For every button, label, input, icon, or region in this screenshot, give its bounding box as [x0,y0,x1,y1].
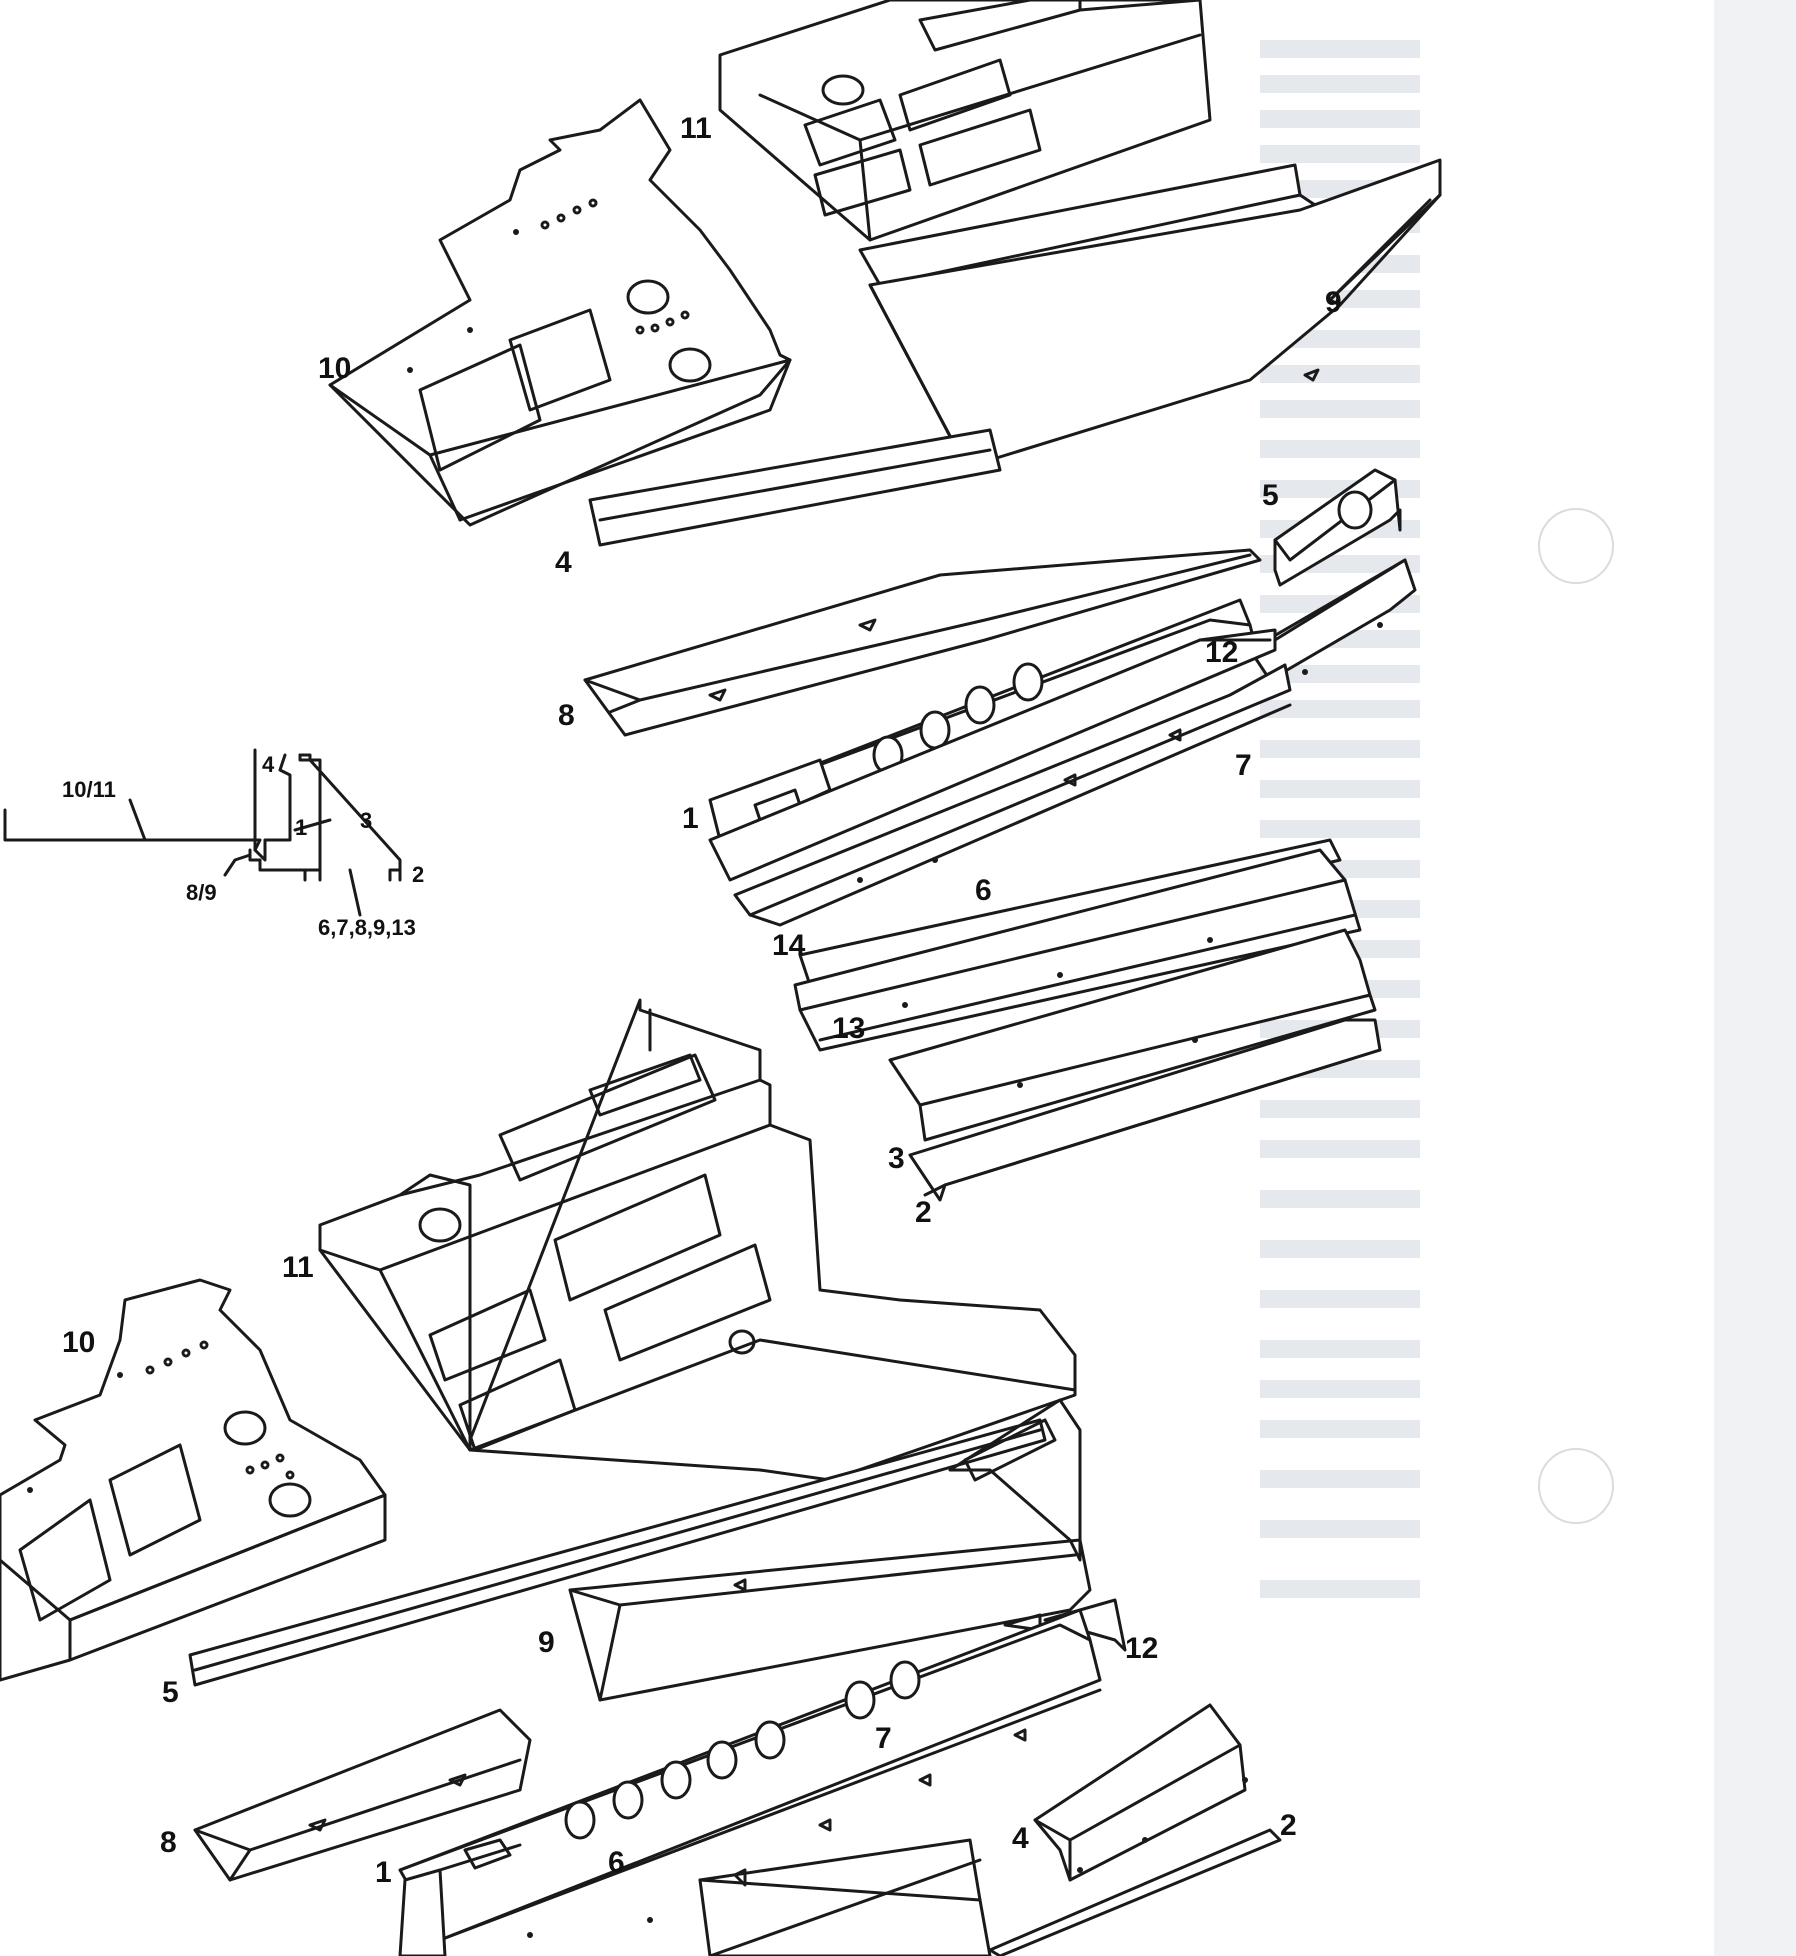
part-11-floor-panel-bottom [318,998,1077,1482]
callout-bottom-6: 6 [608,1846,625,1879]
part-6-rail-bottom [527,1838,992,1956]
callout-section-1: 1 [295,815,307,840]
callout-top-3: 3 [888,1142,905,1175]
callouts-section: 10/11 4 1 3 8/9 2 6,7,8,9,13 [62,752,424,940]
binder-margin [1714,0,1796,1956]
callouts-bottom: 11 10 5 9 12 8 7 1 6 4 2 [62,1251,1297,1889]
part-9-channel-bottom [568,1398,1092,1702]
part-2-angle-bottom [988,1828,1282,1956]
callouts-top: 11 10 9 4 5 12 8 7 1 6 14 13 3 2 [318,112,1342,1229]
part-1-panel-bottom [398,1838,522,1956]
callout-bottom-10: 10 [62,1326,95,1359]
callout-top-7: 7 [1235,749,1252,782]
callout-top-8: 8 [558,699,575,732]
callout-section-3: 3 [360,808,372,833]
callout-section-2: 2 [412,862,424,887]
part-10-floor-section-top [328,98,792,527]
callout-top-10: 10 [318,352,351,385]
callout-top-4: 4 [555,546,572,579]
part-4-strip-top [588,428,1002,547]
part-5-strip-bottom [188,1418,1047,1687]
callout-bottom-1: 1 [375,1856,392,1889]
callout-top-13: 13 [832,1012,865,1045]
callout-top-1: 1 [682,802,699,835]
part-8-member-bottom [193,1708,532,1882]
callout-section-4: 4 [262,752,275,777]
part-2-angle-top [908,1018,1382,1202]
callout-top-9: 9 [1325,286,1342,319]
part-11-floor-panel-top [718,0,1212,242]
callout-bottom-5: 5 [162,1676,179,1709]
callout-bottom-4: 4 [1012,1822,1029,1855]
callout-bottom-11: 11 [282,1251,314,1284]
callout-bottom-7: 7 [875,1722,892,1755]
part-9-web-top [868,158,1442,462]
part-3-angle-top [888,928,1377,1142]
part-8-member-top [583,548,1262,737]
part-4-strip-bottom [1033,1703,1248,1882]
callout-bottom-9: 9 [538,1626,555,1659]
callout-section-8-9: 8/9 [186,880,217,905]
callout-bottom-2: 2 [1280,1809,1297,1842]
callout-top-2: 2 [915,1196,932,1229]
callout-top-5: 5 [1262,479,1279,512]
callout-top-6: 6 [975,874,992,907]
punch-hole-upper [1538,508,1614,584]
callout-top-12: 12 [1205,636,1238,669]
callout-section-10-11: 10/11 [62,777,116,802]
punch-hole-lower [1538,1448,1614,1524]
part-6-rail-top [733,663,1292,927]
callout-top-14: 14 [772,929,806,962]
section-detail [3,748,402,917]
callout-section-6-13: 6,7,8,9,13 [318,915,416,940]
part-1-panel-top [708,628,1277,882]
callout-bottom-8: 8 [160,1826,177,1859]
part-13-rail-top [793,848,1362,1052]
part-12-bracket-top [1248,558,1417,682]
callout-bottom-12: 12 [1125,1632,1158,1665]
callout-top-11: 11 [680,112,712,145]
part-5-bracket-top [1273,468,1402,587]
part-10-floor-section-bottom [0,1278,387,1682]
